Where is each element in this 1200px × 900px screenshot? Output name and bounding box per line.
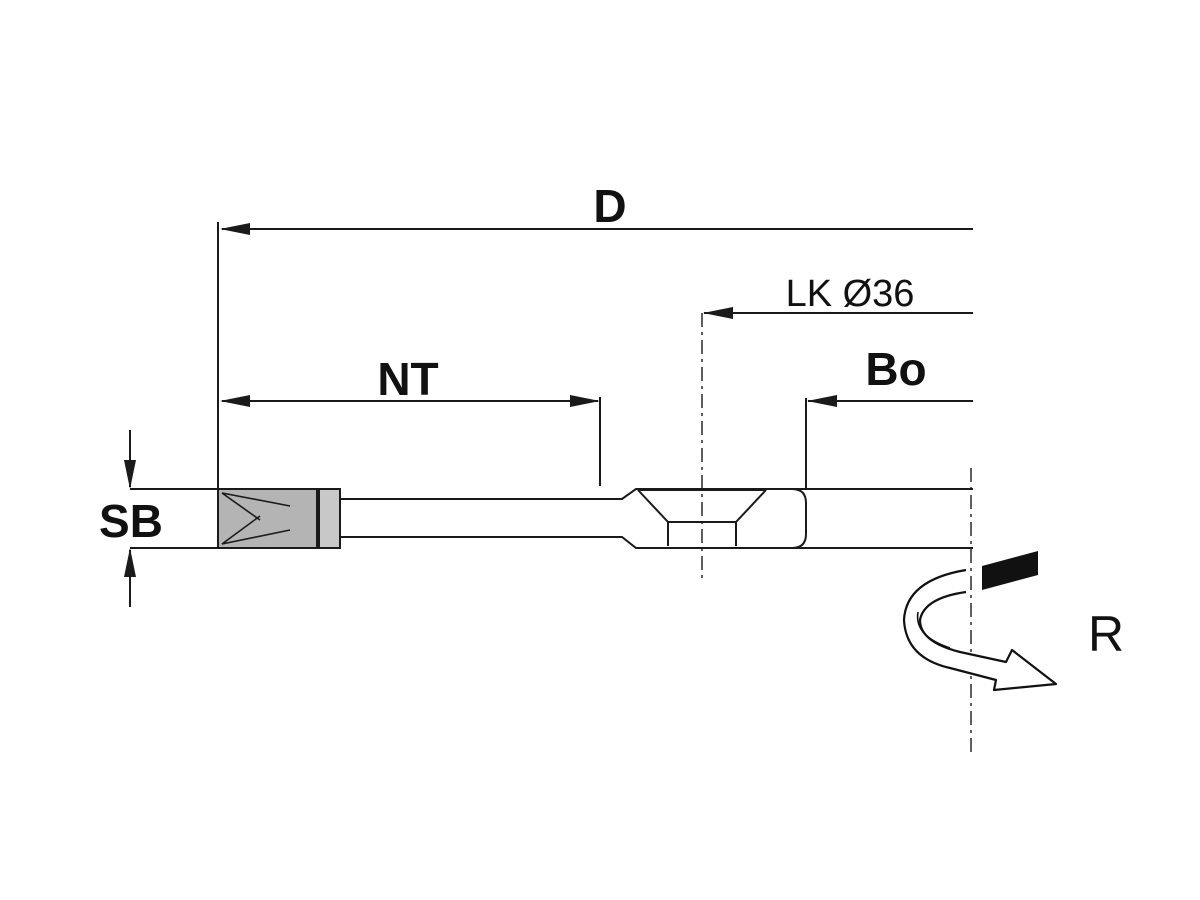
diameter-arrowhead [220, 223, 250, 235]
bolt-circle-label: LK Ø36 [786, 273, 915, 315]
cutting-width-dimension: SB [99, 430, 218, 607]
bore-dimension: Bo [805, 343, 973, 488]
cutting-depth-right-arrowhead [570, 395, 600, 407]
bore-label: Bo [865, 343, 926, 395]
rotation-arrow-inner-edge [916, 611, 951, 649]
bore-arrowhead [807, 395, 837, 407]
bore-edge [736, 488, 807, 549]
cutting-depth-left-arrowhead [220, 395, 250, 407]
carbide-tip [217, 488, 319, 549]
cutting-depth-dimension: NT [220, 353, 601, 486]
cutting-width-bottom-arrowhead [124, 548, 136, 577]
bolt-circle-dimension: LK Ø36 [701, 273, 973, 580]
rotation-arrow-stripe [982, 551, 1038, 590]
rotation-arrow-band [902, 568, 1058, 692]
cutting-depth-label: NT [377, 353, 438, 405]
bolt-circle-arrowhead [703, 307, 733, 319]
cutting-width-label: SB [99, 495, 163, 547]
hub-bottom-edge [612, 536, 973, 549]
tip-band [317, 488, 341, 549]
cutting-width-top-arrowhead [124, 460, 136, 489]
rotation-label: R [1088, 606, 1124, 662]
tool-body [217, 488, 973, 549]
diameter-label: D [593, 180, 626, 232]
hub-top-edge [612, 488, 973, 500]
carbide-tip-hatch [221, 492, 291, 545]
curved-rotation-arrow-icon: R [902, 551, 1124, 692]
